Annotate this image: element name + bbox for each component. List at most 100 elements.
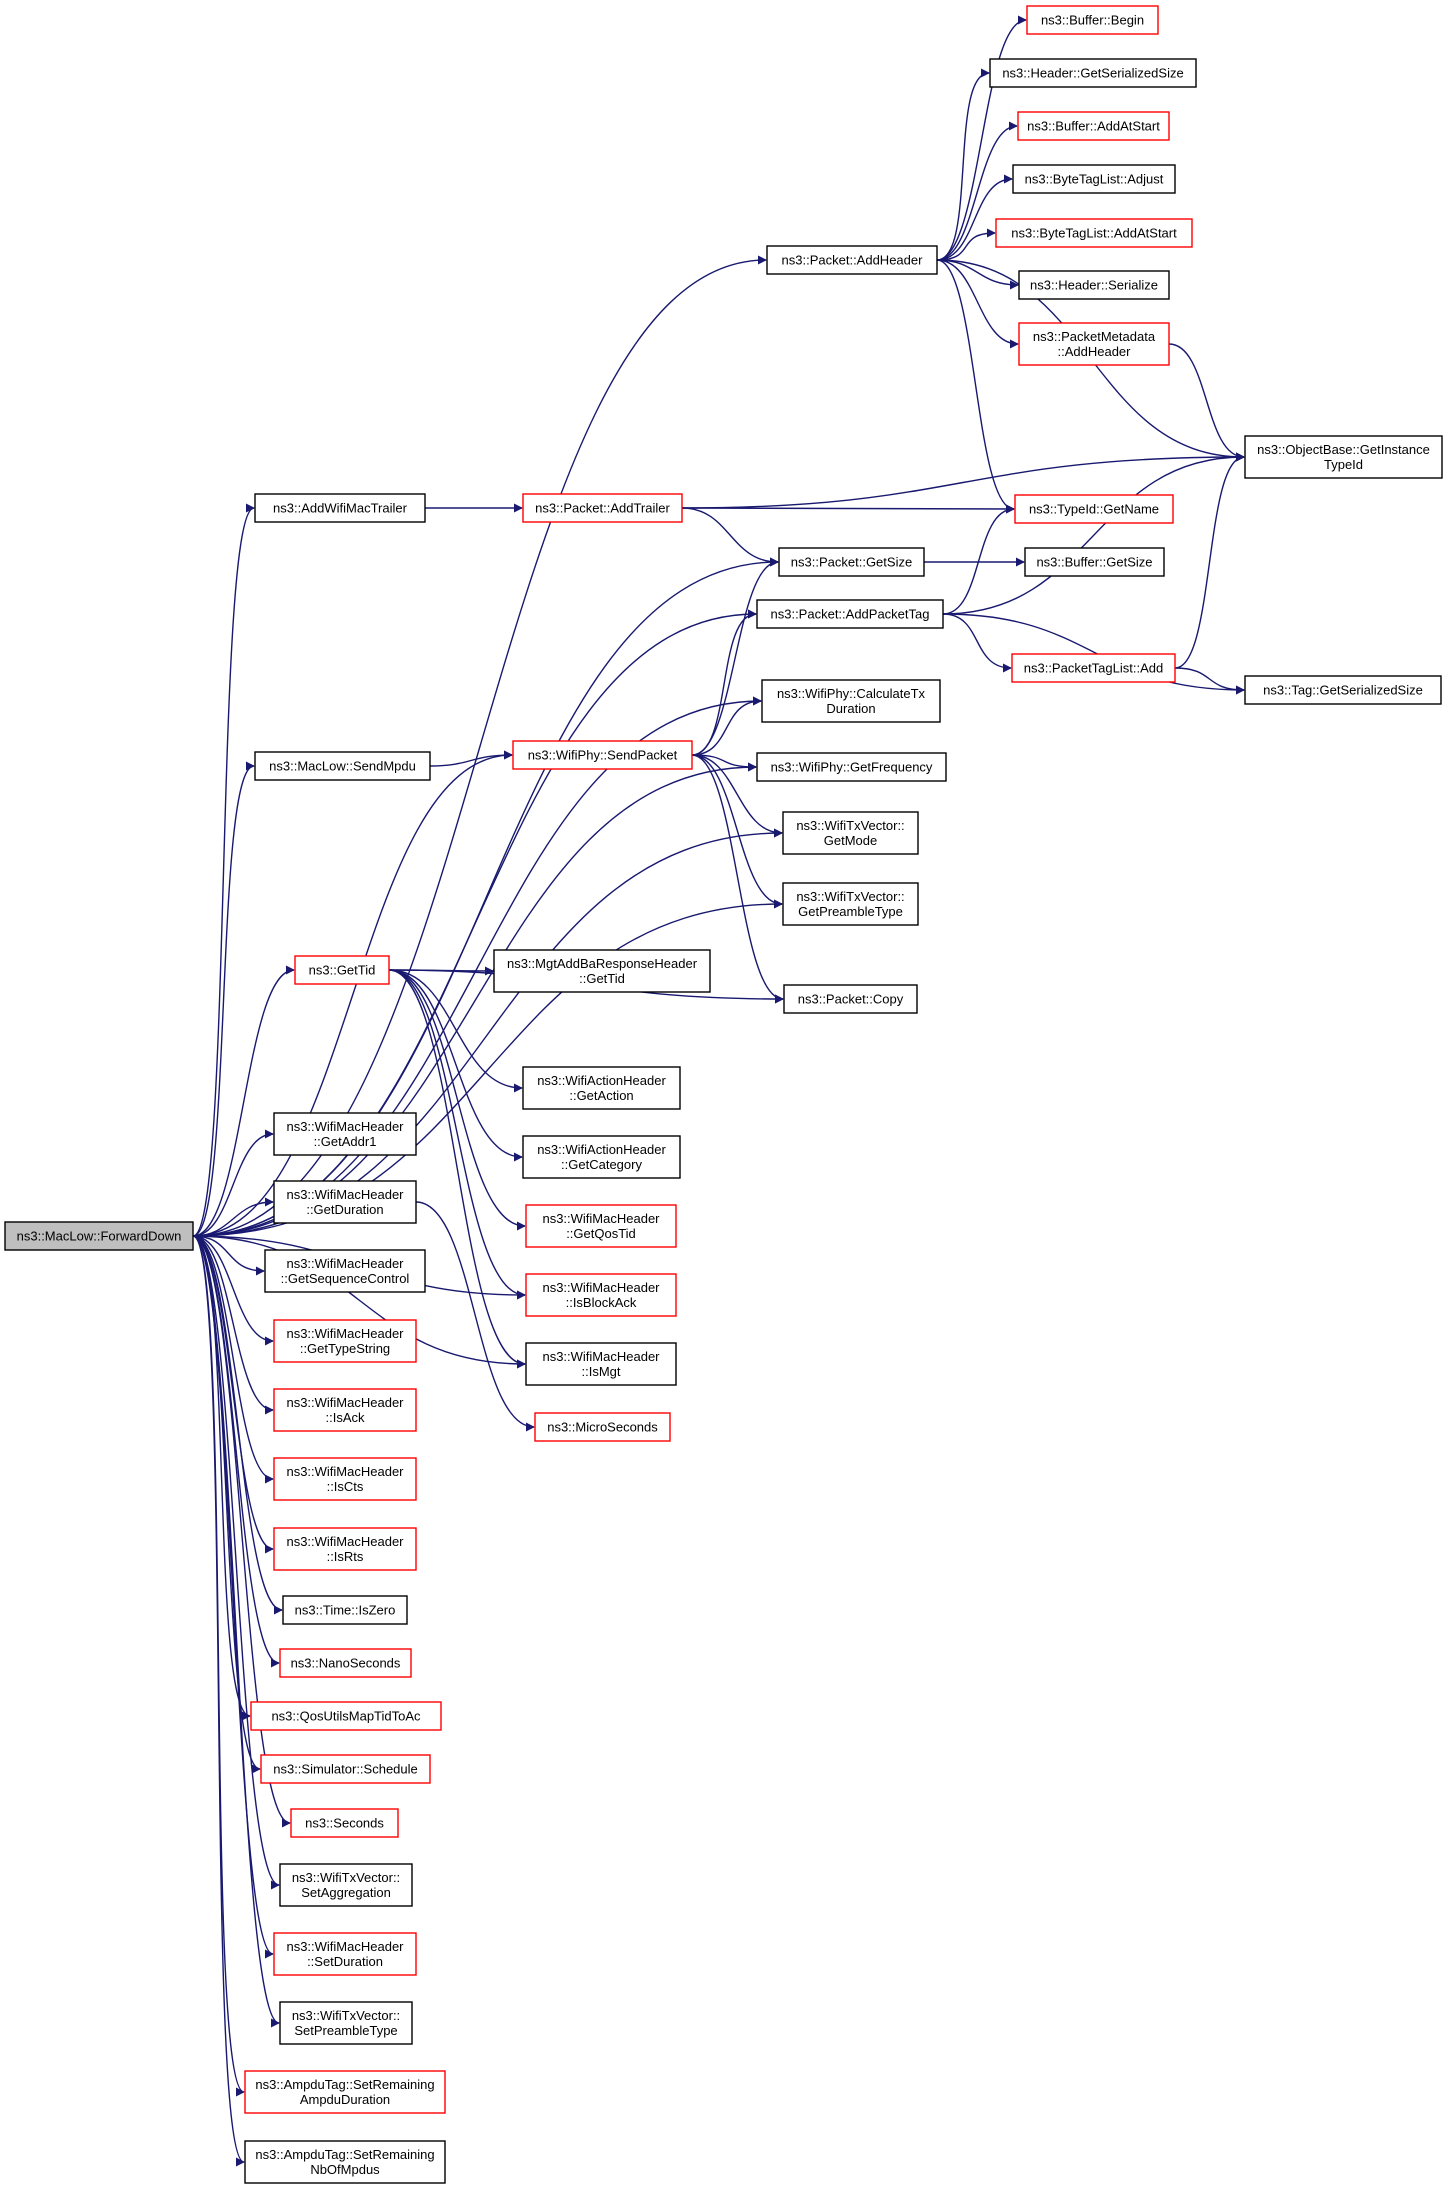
node-box [273, 1457, 417, 1501]
edge-wifiPhySendPacket-to-getFrequency [691, 754, 757, 772]
node-addWifiMacTrailer[interactable]: ns3::AddWifiMacTrailer [254, 493, 426, 523]
node-getQosTid[interactable]: ns3::WifiMacHeader::GetQosTid [525, 1204, 677, 1248]
edge-packetAddHeader-to-byteTagAddAtStart [936, 228, 996, 261]
node-getFrequency[interactable]: ns3::WifiPhy::GetFrequency [756, 752, 947, 782]
edge-root-to-wifiPhySendPacket [192, 750, 513, 1237]
node-box [254, 751, 431, 781]
node-isCts[interactable]: ns3::WifiMacHeader::IsCts [273, 1457, 417, 1501]
node-box [989, 58, 1197, 88]
node-label: ns3::WifiActionHeader [537, 1142, 666, 1157]
node-bufferBegin[interactable]: ns3::Buffer::Begin [1026, 5, 1159, 35]
node-label: Duration [826, 701, 875, 716]
node-root[interactable]: ns3::MacLow::ForwardDown [4, 1221, 194, 1251]
node-headerSerialize[interactable]: ns3::Header::Serialize [1018, 270, 1170, 300]
node-label: ns3::Seconds [305, 1816, 384, 1831]
node-box [290, 1808, 399, 1838]
node-packetGetSize[interactable]: ns3::Packet::GetSize [778, 547, 925, 577]
node-label: ns3::Packet::Copy [798, 992, 904, 1007]
node-setPreambleType[interactable]: ns3::WifiTxVector::SetPreambleType [279, 2001, 413, 2045]
edge-root-to-setDuration [192, 1235, 274, 1959]
node-getDuration[interactable]: ns3::WifiMacHeader::GetDuration [273, 1180, 417, 1224]
node-actionGetCategory[interactable]: ns3::WifiActionHeader::GetCategory [522, 1135, 681, 1179]
node-label: ns3::WifiMacHeader [542, 1349, 660, 1364]
edge-getTid-to-isMgt [388, 969, 526, 1369]
node-label: ns3::WifiTxVector:: [796, 889, 904, 904]
node-byteTagAdjust[interactable]: ns3::ByteTagList::Adjust [1012, 164, 1176, 194]
node-box [1026, 5, 1159, 35]
node-box [1012, 164, 1176, 194]
edge-wifiPhySendPacket-to-packetAddPacketTag [691, 609, 757, 756]
node-label: TypeId [1324, 457, 1363, 472]
node-schedule[interactable]: ns3::Simulator::Schedule [260, 1754, 431, 1784]
node-packetAddPacketTag[interactable]: ns3::Packet::AddPacketTag [756, 599, 944, 629]
node-label: ns3::Header::Serialize [1030, 278, 1158, 293]
node-actionGetAction[interactable]: ns3::WifiActionHeader::GetAction [522, 1066, 681, 1110]
node-setDuration[interactable]: ns3::WifiMacHeader::SetDuration [273, 1932, 417, 1976]
node-getTypeString[interactable]: ns3::WifiMacHeader::GetTypeString [273, 1319, 417, 1363]
node-txGetPreambleType[interactable]: ns3::WifiTxVector::GetPreambleType [782, 882, 919, 926]
node-tagGetSerializedSize[interactable]: ns3::Tag::GetSerializedSize [1244, 675, 1442, 705]
edge-getTid-to-getQosTid [388, 969, 526, 1231]
node-isRts[interactable]: ns3::WifiMacHeader::IsRts [273, 1527, 417, 1571]
edge-root-to-isCts [192, 1235, 274, 1484]
node-box [782, 811, 919, 855]
node-label: ::GetAction [569, 1088, 633, 1103]
node-isBlockAck[interactable]: ns3::WifiMacHeader::IsBlockAck [525, 1273, 677, 1317]
node-setAggregation[interactable]: ns3::WifiTxVector::SetAggregation [279, 1863, 413, 1907]
node-label: ns3::MacLow::SendMpdu [269, 759, 416, 774]
node-packetMetadataAddHeader[interactable]: ns3::PacketMetadata::AddHeader [1018, 322, 1170, 366]
node-getAddr1[interactable]: ns3::WifiMacHeader::GetAddr1 [273, 1112, 417, 1156]
node-wifiPhySendPacket[interactable]: ns3::WifiPhy::SendPacket [512, 740, 693, 770]
node-label: ns3::Packet::AddTrailer [535, 501, 670, 516]
node-headerGetSerializedSize[interactable]: ns3::Header::GetSerializedSize [989, 58, 1197, 88]
node-label: ns3::ByteTagList::Adjust [1025, 172, 1164, 187]
node-isMgt[interactable]: ns3::WifiMacHeader::IsMgt [525, 1342, 677, 1386]
edge-packetMetadataAddHeader-to-objectBaseGetInstanceTypeId [1168, 343, 1245, 462]
edge-root-to-setPreambleType [192, 1235, 280, 2028]
node-sendMpdu[interactable]: ns3::MacLow::SendMpdu [254, 751, 431, 781]
node-packetAddTrailer[interactable]: ns3::Packet::AddTrailer [522, 493, 683, 523]
node-label: ::GetCategory [561, 1157, 642, 1172]
node-label: ns3::WifiMacHeader [286, 1119, 404, 1134]
node-box [1024, 547, 1165, 577]
node-mgtAddBaGetTid[interactable]: ns3::MgtAddBaResponseHeader::GetTid [493, 949, 711, 993]
node-txGetMode[interactable]: ns3::WifiTxVector::GetMode [782, 811, 919, 855]
node-qosUtils[interactable]: ns3::QosUtilsMapTidToAc [250, 1701, 442, 1731]
node-packetAddHeader[interactable]: ns3::Packet::AddHeader [766, 245, 938, 275]
edge-root-to-packetAddHeader [192, 255, 767, 1237]
edge-packetAddPacketTag-to-typeIdGetName [942, 504, 1015, 615]
node-box [782, 882, 919, 926]
edge-getTid-to-actionGetAction [388, 969, 523, 1093]
node-packetTagListAdd[interactable]: ns3::PacketTagList::Add [1011, 653, 1176, 683]
node-bufferAddAtStart[interactable]: ns3::Buffer::AddAtStart [1017, 111, 1170, 141]
node-box [522, 1135, 681, 1179]
edge-packetAddHeader-to-bufferBegin [936, 15, 1027, 261]
node-label: ns3::TypeId::GetName [1029, 502, 1159, 517]
node-packetCopy[interactable]: ns3::Packet::Copy [783, 984, 918, 1014]
node-bufferGetSize[interactable]: ns3::Buffer::GetSize [1024, 547, 1165, 577]
node-getSequenceControl[interactable]: ns3::WifiMacHeader::GetSequenceControl [264, 1249, 426, 1293]
node-label: ns3::GetTid [309, 963, 376, 978]
node-isZero[interactable]: ns3::Time::IsZero [282, 1595, 408, 1625]
node-box [260, 1754, 431, 1784]
node-seconds[interactable]: ns3::Seconds [290, 1808, 399, 1838]
node-label: ns3::Simulator::Schedule [273, 1762, 418, 1777]
node-getTid[interactable]: ns3::GetTid [294, 955, 390, 985]
node-typeIdGetName[interactable]: ns3::TypeId::GetName [1014, 494, 1174, 524]
node-label: ns3::PacketMetadata [1033, 329, 1156, 344]
node-box [273, 1112, 417, 1156]
edge-root-to-setRemainingNb [192, 1235, 245, 2167]
node-box [525, 1342, 677, 1386]
node-byteTagAddAtStart[interactable]: ns3::ByteTagList::AddAtStart [995, 218, 1193, 248]
node-isAck[interactable]: ns3::WifiMacHeader::IsAck [273, 1388, 417, 1432]
edge-getTid-to-isBlockAck [388, 969, 526, 1300]
node-microSeconds[interactable]: ns3::MicroSeconds [534, 1412, 671, 1442]
node-box [1011, 653, 1176, 683]
node-box [273, 1180, 417, 1224]
node-nanoSeconds[interactable]: ns3::NanoSeconds [279, 1648, 412, 1678]
